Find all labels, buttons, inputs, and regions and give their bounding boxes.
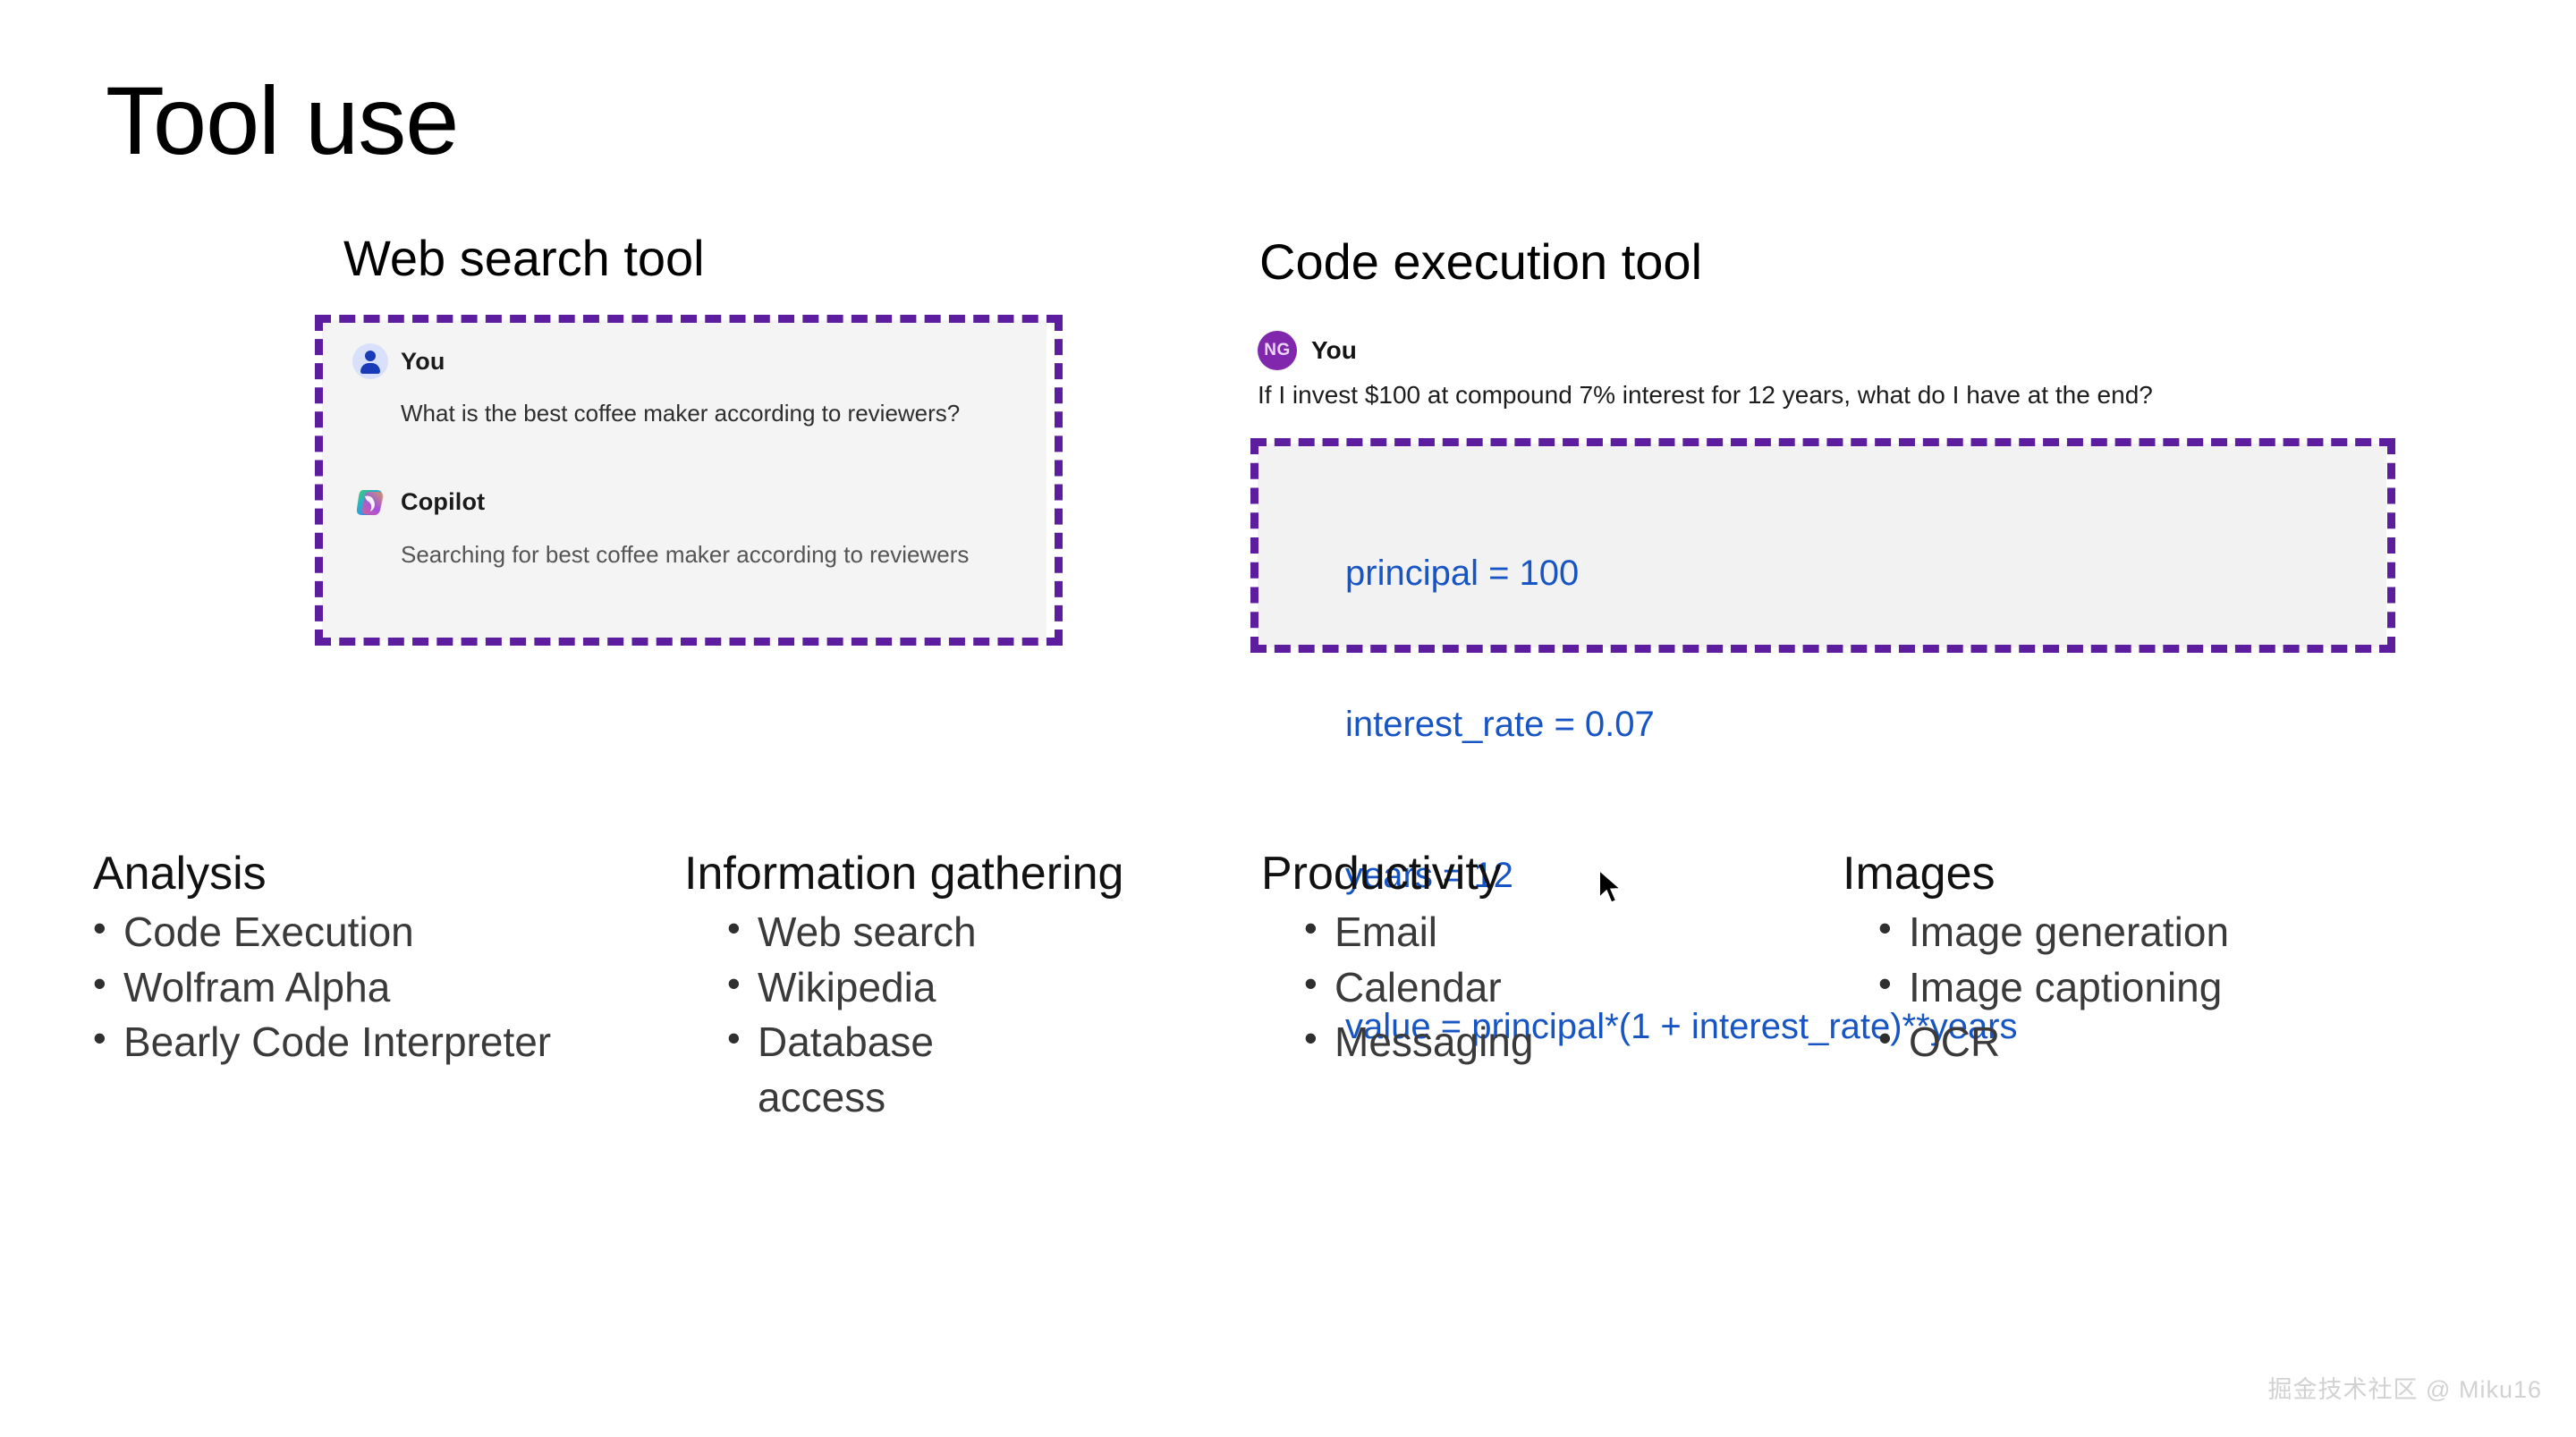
person-avatar-icon xyxy=(352,343,388,379)
category-column-images: Images Image generation Image captioning… xyxy=(1843,848,2229,1070)
code-execution-user-block: NG You If I invest $100 at compound 7% i… xyxy=(1258,331,2394,411)
list-item: Image generation xyxy=(1878,903,2229,960)
message-text-user: What is the best coffee maker according … xyxy=(401,400,961,427)
list-item: Image captioning xyxy=(1878,959,2229,1016)
list-item: Web search xyxy=(727,903,1053,960)
list-item: Bearly Code Interpreter xyxy=(93,1013,551,1070)
message-text-assistant: Searching for best coffee maker accordin… xyxy=(401,540,970,568)
category-list: Image generation Image captioning OCR xyxy=(1878,903,2229,1070)
list-item: Wikipedia xyxy=(727,959,1053,1016)
category-title: Information gathering xyxy=(684,848,1124,900)
message-header-copilot: Copilot xyxy=(352,485,1016,520)
list-item: Messaging xyxy=(1304,1013,1533,1070)
code-line: principal = 100 xyxy=(1345,553,1580,593)
category-list: Web search Wikipedia Database access xyxy=(727,903,1123,1126)
list-item: Wolfram Alpha xyxy=(93,959,551,1016)
message-sender-name: You xyxy=(401,347,445,375)
message-header-you-ng: NG You xyxy=(1258,331,2394,370)
code-line: years = 12 xyxy=(1345,856,1513,896)
list-item: Calendar xyxy=(1304,959,1533,1016)
category-title: Images xyxy=(1843,848,1996,900)
section-heading-code-execution: Code execution tool xyxy=(1259,233,1703,290)
message-sender-name: You xyxy=(1311,336,1357,364)
code-line: interest_rate = 0.07 xyxy=(1345,704,1655,744)
section-heading-web-search: Web search tool xyxy=(343,230,705,286)
message-text-question: If I invest $100 at compound 7% interest… xyxy=(1258,381,2153,409)
page-title: Tool use xyxy=(106,66,459,174)
initials-avatar: NG xyxy=(1258,331,1297,370)
category-title: Analysis xyxy=(93,848,267,900)
list-item: OCR xyxy=(1878,1013,2229,1070)
category-column-analysis: Analysis Code Execution Wolfram Alpha Be… xyxy=(93,848,551,1070)
web-search-chat-card: You What is the best coffee maker accord… xyxy=(322,320,1046,640)
category-column-productivity: Productivity Email Calendar Messaging xyxy=(1261,848,1533,1070)
list-item: Database access xyxy=(727,1013,1053,1125)
watermark-text: 掘金技术社区 @ Miku16 xyxy=(2267,1376,2542,1403)
list-item: Email xyxy=(1304,903,1533,960)
category-list: Code Execution Wolfram Alpha Bearly Code… xyxy=(93,903,551,1070)
message-sender-name: Copilot xyxy=(401,488,486,516)
message-header-you: You xyxy=(352,343,1016,379)
code-block-card xyxy=(1258,444,2386,647)
category-list: Email Calendar Messaging xyxy=(1304,903,1533,1070)
list-item: Code Execution xyxy=(93,903,551,960)
category-title: Productivity xyxy=(1261,848,1502,900)
copilot-logo-icon xyxy=(352,485,388,520)
category-column-information-gathering: Information gathering Web search Wikiped… xyxy=(684,848,1123,1126)
